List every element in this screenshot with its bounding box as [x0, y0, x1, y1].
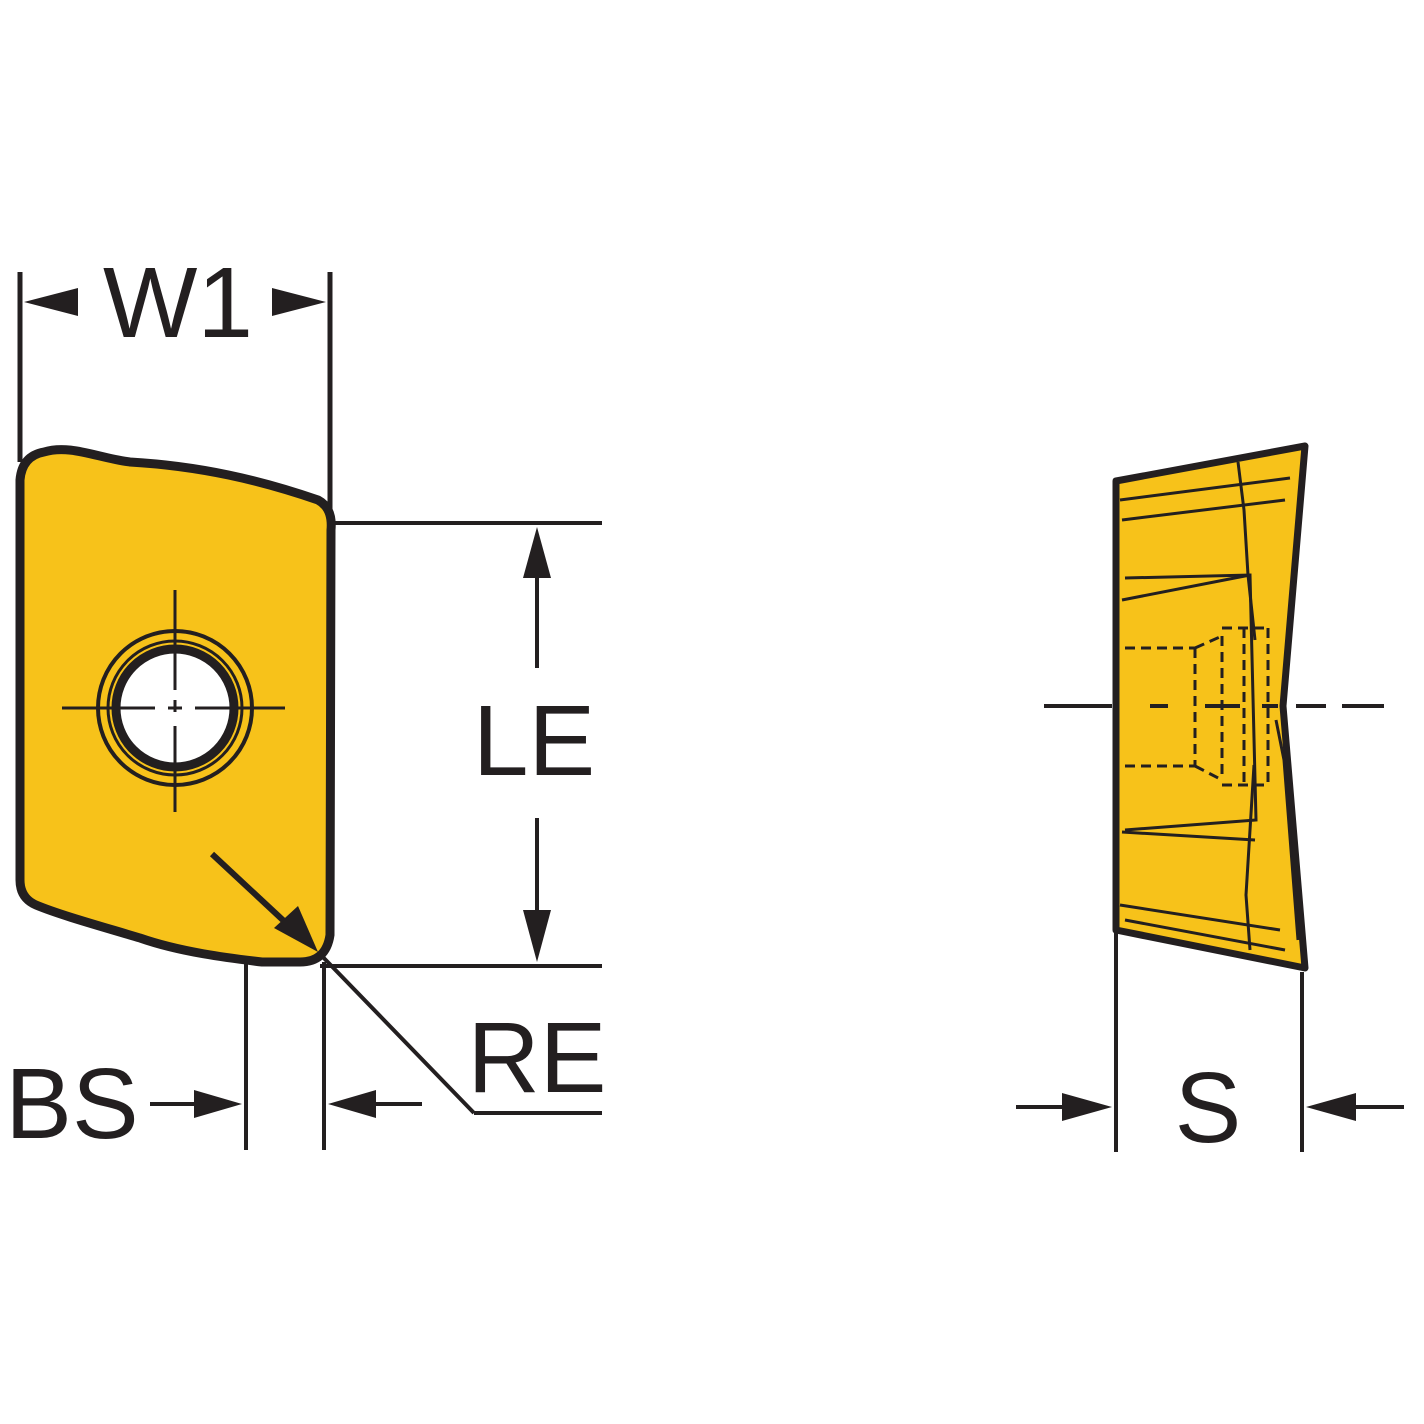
le-bottom-arrowhead	[523, 910, 551, 962]
s-dimension	[1016, 932, 1404, 1152]
side-facets	[1119, 461, 1300, 952]
insert-front-view	[15, 445, 336, 967]
w1-right-arrowhead	[272, 288, 326, 316]
w1-label: W1	[103, 247, 253, 359]
le-dimension	[320, 521, 602, 968]
w1-left-arrowhead	[24, 288, 78, 316]
le-label: LE	[473, 685, 595, 797]
bs-dimension	[150, 962, 422, 1150]
re-label: RE	[468, 1002, 607, 1114]
s-label: S	[1175, 1052, 1242, 1164]
w1-dimension	[17, 272, 333, 515]
s-left-arrowhead	[1062, 1093, 1112, 1121]
bs-label: BS	[5, 1048, 138, 1160]
le-top-arrowhead	[523, 527, 551, 578]
hole-centerlines	[62, 590, 285, 812]
re-arrowhead	[274, 906, 318, 952]
bs-left-arrowhead	[194, 1090, 242, 1118]
bs-right-arrowhead	[328, 1090, 376, 1118]
re-leader	[316, 950, 602, 1115]
s-right-arrowhead	[1306, 1093, 1356, 1121]
insert-side-view	[1044, 442, 1384, 972]
